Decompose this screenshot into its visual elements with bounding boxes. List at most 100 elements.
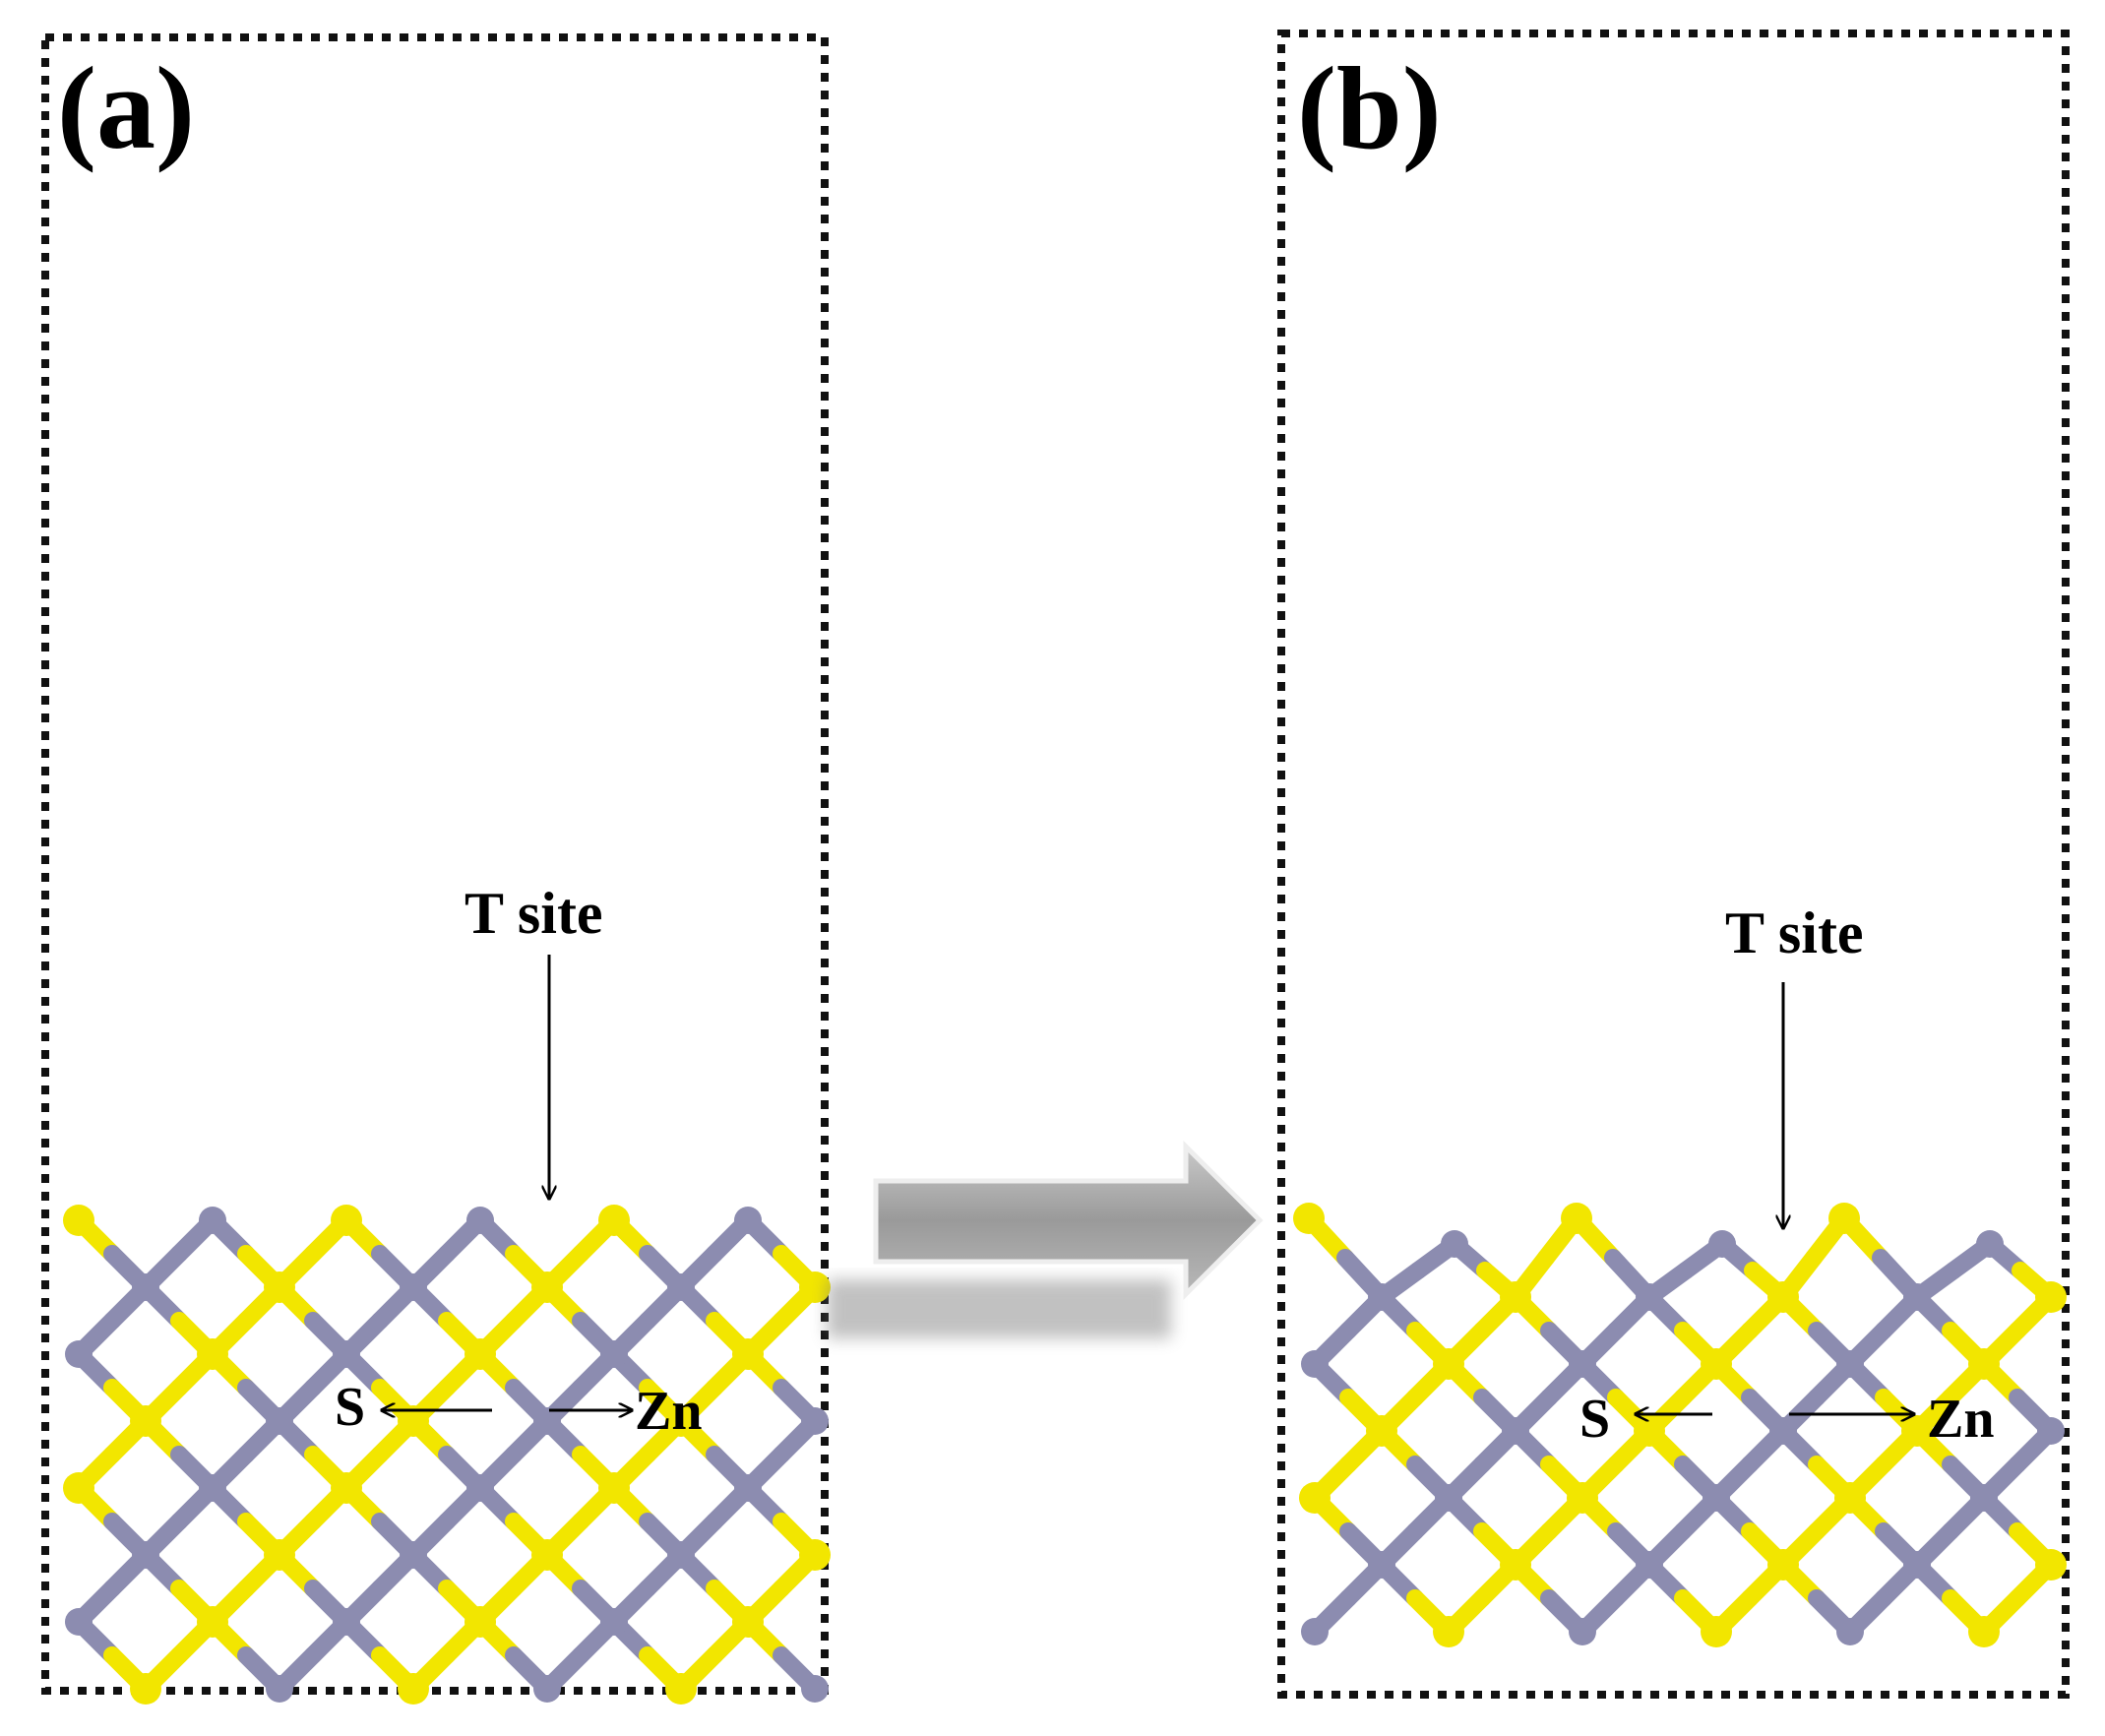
zinc-atom bbox=[400, 1541, 427, 1569]
panel-a-s-label: S bbox=[335, 1377, 365, 1438]
zinc-atom bbox=[1636, 1283, 1663, 1311]
sulfur-atom bbox=[1366, 1415, 1397, 1447]
zinc-atom bbox=[533, 1675, 561, 1703]
sulfur-atom bbox=[1561, 1203, 1592, 1234]
panel-a-label: (a) bbox=[57, 42, 195, 173]
sulfur-atom bbox=[464, 1338, 496, 1370]
zinc-atom bbox=[600, 1608, 628, 1636]
sulfur-atom bbox=[197, 1606, 228, 1638]
zinc-atom bbox=[199, 1207, 226, 1234]
zinc-atom bbox=[1970, 1484, 1998, 1512]
sulfur-atom bbox=[398, 1405, 429, 1437]
zinc-atom bbox=[801, 1675, 829, 1703]
zinc-atom bbox=[1441, 1230, 1468, 1258]
sulfur-atom bbox=[2035, 1281, 2067, 1313]
transition-arrow-shadow bbox=[827, 1279, 1171, 1338]
zinc-atom bbox=[1569, 1618, 1596, 1645]
sulfur-atom bbox=[531, 1539, 563, 1571]
sulfur-atom bbox=[598, 1472, 630, 1504]
sulfur-atom bbox=[1828, 1203, 1860, 1234]
panel-a-zn-label: Zn bbox=[635, 1381, 703, 1442]
panel-a-frame bbox=[41, 33, 829, 1695]
sulfur-atom bbox=[331, 1205, 362, 1236]
transition-arrow bbox=[827, 1140, 1264, 1338]
zinc-atom bbox=[1769, 1417, 1797, 1445]
zinc-atom bbox=[132, 1273, 159, 1301]
zinc-atom bbox=[1569, 1350, 1596, 1378]
panel-b-frame bbox=[1277, 30, 2070, 1699]
zinc-atom bbox=[600, 1340, 628, 1368]
sulfur-atom bbox=[665, 1673, 697, 1705]
sulfur-atom bbox=[1767, 1549, 1799, 1581]
sulfur-atom bbox=[1567, 1482, 1598, 1514]
sulfur-atom bbox=[1299, 1482, 1331, 1514]
zinc-atom bbox=[734, 1207, 762, 1234]
sulfur-atom bbox=[1701, 1616, 1732, 1647]
zinc-atom bbox=[266, 1407, 293, 1435]
sulfur-atom bbox=[1968, 1348, 2000, 1380]
zinc-atom bbox=[1435, 1484, 1462, 1512]
zinc-atom bbox=[333, 1340, 360, 1368]
zinc-atom bbox=[65, 1340, 93, 1368]
sulfur-atom bbox=[665, 1405, 697, 1437]
zinc-atom bbox=[1836, 1618, 1864, 1645]
sulfur-atom bbox=[1701, 1348, 1732, 1380]
panel-b-zn-label: Zn bbox=[1927, 1389, 1995, 1450]
sulfur-atom bbox=[1293, 1203, 1325, 1234]
sulfur-atom bbox=[331, 1472, 362, 1504]
zinc-atom bbox=[533, 1407, 561, 1435]
panel-b: (b) T site S Zn bbox=[1277, 30, 2070, 1699]
sulfur-atom bbox=[1500, 1281, 1531, 1313]
zinc-atom bbox=[667, 1273, 695, 1301]
sulfur-atom bbox=[1433, 1616, 1464, 1647]
sulfur-atom bbox=[398, 1673, 429, 1705]
sulfur-atom bbox=[1767, 1281, 1799, 1313]
zinc-atom bbox=[266, 1675, 293, 1703]
zinc-atom bbox=[65, 1608, 93, 1636]
zinc-atom bbox=[1368, 1283, 1395, 1311]
zinc-atom bbox=[734, 1474, 762, 1502]
zinc-atom bbox=[801, 1407, 829, 1435]
sulfur-atom bbox=[130, 1673, 161, 1705]
zinc-atom bbox=[466, 1474, 494, 1502]
panel-a-lattice bbox=[63, 1205, 831, 1705]
sulfur-atom bbox=[464, 1606, 496, 1638]
latticeA-bonds bbox=[70, 1211, 824, 1698]
zinc-atom bbox=[132, 1541, 159, 1569]
zinc-atom bbox=[1636, 1551, 1663, 1579]
zinc-atom bbox=[667, 1541, 695, 1569]
panel-b-lattice bbox=[1293, 1203, 2067, 1647]
zinc-atom bbox=[1708, 1230, 1736, 1258]
zinc-atom bbox=[1903, 1551, 1931, 1579]
sulfur-atom bbox=[1901, 1415, 1933, 1447]
sulfur-atom bbox=[1500, 1549, 1531, 1581]
zinc-atom bbox=[2037, 1417, 2065, 1445]
transition-arrow-body bbox=[873, 1140, 1264, 1301]
sulfur-atom bbox=[63, 1472, 94, 1504]
sulfur-atom bbox=[1433, 1348, 1464, 1380]
sulfur-atom bbox=[1968, 1616, 2000, 1647]
sulfur-atom bbox=[1634, 1415, 1665, 1447]
sulfur-atom bbox=[1834, 1482, 1866, 1514]
panel-b-t-site-label: T site bbox=[1725, 900, 1864, 965]
zinc-atom bbox=[1502, 1417, 1529, 1445]
sulfur-atom bbox=[63, 1205, 94, 1236]
zinc-atom bbox=[1976, 1230, 2004, 1258]
zinc-atom bbox=[1836, 1350, 1864, 1378]
panel-b-s-label: S bbox=[1579, 1389, 1610, 1450]
sulfur-atom bbox=[197, 1338, 228, 1370]
panel-a: (a) T site S Zn bbox=[41, 33, 831, 1705]
sulfur-atom bbox=[531, 1271, 563, 1303]
sulfur-atom bbox=[799, 1539, 831, 1571]
sulfur-atom bbox=[732, 1606, 764, 1638]
zinc-atom bbox=[466, 1207, 494, 1234]
sulfur-atom bbox=[2035, 1549, 2067, 1581]
zinc-atom bbox=[1903, 1283, 1931, 1311]
zinc-atom bbox=[1301, 1618, 1329, 1645]
sulfur-atom bbox=[264, 1539, 295, 1571]
sulfur-atom bbox=[264, 1271, 295, 1303]
zinc-atom bbox=[199, 1474, 226, 1502]
sulfur-atom bbox=[799, 1271, 831, 1303]
sulfur-atom bbox=[732, 1338, 764, 1370]
